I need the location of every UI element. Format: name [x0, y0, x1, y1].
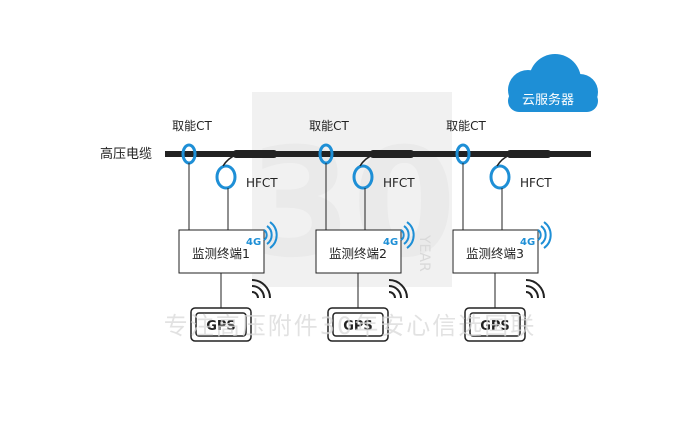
cloud-server: 云服务器 [508, 54, 598, 112]
terminal-label: 监测终端2 [329, 246, 387, 261]
ct-label: 取能CT [446, 119, 486, 133]
gps-module-inner [469, 312, 521, 337]
cloud-label: 云服务器 [522, 92, 574, 108]
monitoring-unit-2: 取能CT HFCT 监测终端2 4G GPS [309, 119, 415, 342]
watermark-logo: 30 [248, 92, 456, 291]
monitoring-unit-1: 取能CT HFCT 监测终端1 4G GPS [172, 119, 278, 342]
gps-label: GPS [206, 319, 236, 334]
hfct-coil-icon [352, 164, 374, 190]
gps-signal-icon [525, 279, 545, 299]
hfct-coil-icon [215, 164, 237, 190]
terminal-box [178, 229, 265, 274]
hfct-label: HFCT [520, 176, 552, 190]
hfct-coil-icon [489, 164, 511, 190]
cable-joint [370, 150, 414, 158]
gps-module-inner [195, 312, 247, 337]
signal-4g-label: 4G [520, 237, 535, 248]
gps-signal-icon [251, 279, 271, 299]
ct-label: 取能CT [172, 119, 212, 133]
monitoring-unit-3: 取能CT HFCT 监测终端3 4G GPS [446, 119, 552, 342]
cable-joint [507, 150, 551, 158]
hfct-label: HFCT [246, 176, 278, 190]
watermark-slogan: 专注高压附件30年安心信选国联 [164, 312, 537, 340]
gps-signal-icon [388, 279, 408, 299]
terminal-label: 监测终端1 [192, 246, 250, 261]
gps-label: GPS [343, 319, 373, 334]
signal-4g-icon [537, 221, 552, 249]
cloud-icon [508, 54, 598, 112]
gps-label: GPS [480, 319, 510, 334]
terminal-label: 监测终端3 [466, 246, 524, 261]
hfct-label: HFCT [383, 176, 415, 190]
hfct-wire [496, 154, 511, 167]
gps-module-inner [332, 312, 384, 337]
hfct-wire [222, 154, 237, 167]
hfct-wire [359, 154, 374, 167]
unit-group: 取能CT HFCT 监测终端1 4G GPS [172, 119, 552, 342]
signal-4g-icon [263, 221, 278, 249]
signal-4g-label: 4G [383, 237, 398, 248]
signal-4g-icon [400, 221, 415, 249]
watermark-year-text: YEAR [416, 234, 432, 272]
ct-label: 取能CT [309, 119, 349, 133]
signal-4g-label: 4G [246, 237, 261, 248]
cable-label: 高压电缆 [100, 146, 152, 162]
cable-joint [233, 150, 277, 158]
